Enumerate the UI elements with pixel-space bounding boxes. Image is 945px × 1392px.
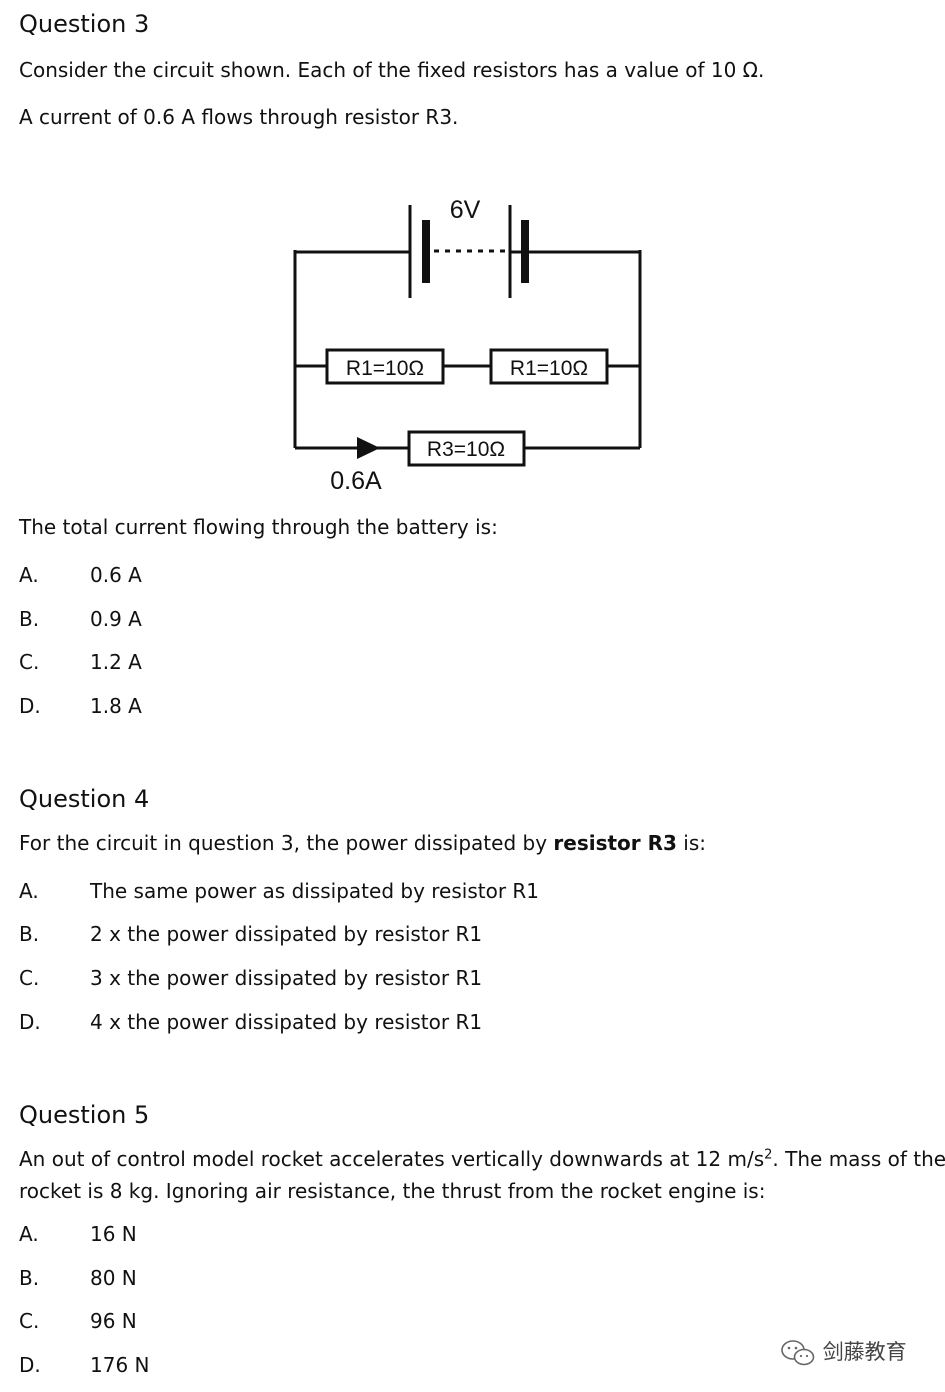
q3-option-a-letter: A. (19, 563, 39, 587)
q4-option-b-letter: B. (19, 922, 40, 946)
watermark-text: 剑藤教育 (822, 1340, 907, 1364)
battery-label: 6V (450, 196, 481, 224)
current-label: 0.6A (330, 467, 382, 495)
q3-statement-2: A current of 0.6 A flows through resisto… (19, 105, 459, 129)
q5-statement-1-post: . The mass of the (772, 1147, 945, 1171)
q3-option-b: 0.9 A (90, 607, 142, 631)
q4-prompt-bold: resistor R3 (553, 831, 677, 855)
q4-prompt-post: is: (676, 831, 707, 855)
resistor-r3 (407, 430, 526, 467)
q5-option-a: 16 N (90, 1222, 137, 1246)
q5-option-d-letter: D. (19, 1353, 41, 1377)
q3-heading: Question 3 (19, 10, 150, 38)
battery-symbol (408, 205, 529, 298)
q3-prompt: The total current flowing through the ba… (19, 515, 498, 539)
q5-heading: Question 5 (19, 1101, 150, 1129)
q4-option-b: 2 x the power dissipated by resistor R1 (90, 922, 483, 946)
q5-option-b: 80 N (90, 1266, 137, 1290)
current-arrow-icon (357, 437, 380, 459)
q5-statement-1: An out of control model rocket accelerat… (19, 1147, 945, 1171)
q4-prompt: For the circuit in question 3, the power… (19, 831, 706, 855)
q4-option-a: The same power as dissipated by resistor… (90, 879, 540, 903)
watermark: 剑藤教育 (780, 1336, 907, 1367)
q3-option-b-letter: B. (19, 607, 40, 631)
q5-option-b-letter: B. (19, 1266, 40, 1290)
resistor-r1-left (325, 348, 445, 385)
q5-option-d: 176 N (90, 1353, 150, 1377)
q3-option-d: 1.8 A (90, 694, 142, 718)
q3-option-c-letter: C. (19, 650, 40, 674)
resistor-r1-right (489, 348, 609, 385)
q4-option-c-letter: C. (19, 966, 40, 990)
q5-option-c: 96 N (90, 1309, 137, 1333)
q4-option-c: 3 x the power dissipated by resistor R1 (90, 966, 483, 990)
q3-option-c: 1.2 A (90, 650, 142, 674)
wechat-icon (781, 1340, 815, 1366)
circuit-diagram: 6V R1=10Ω R1=10Ω R3=10Ω 0.6A (293, 196, 642, 495)
q5-statement-1-pre: An out of control model rocket accelerat… (19, 1147, 765, 1171)
q3-statement-1: Consider the circuit shown. Each of the … (19, 58, 765, 82)
q5-option-c-letter: C. (19, 1309, 40, 1333)
resistor-r3-label: R3=10Ω (427, 438, 505, 461)
q5-statement-2: rocket is 8 kg. Ignoring air resistance,… (19, 1179, 766, 1203)
q4-heading: Question 4 (19, 785, 150, 813)
q4-option-a-letter: A. (19, 879, 39, 903)
q4-option-d-letter: D. (19, 1010, 41, 1034)
q4-prompt-pre: For the circuit in question 3, the power… (19, 831, 554, 855)
q3-option-a: 0.6 A (90, 563, 142, 587)
q5-option-a-letter: A. (19, 1222, 39, 1246)
resistor-r1-right-label: R1=10Ω (510, 357, 588, 380)
q4-option-d: 4 x the power dissipated by resistor R1 (90, 1010, 483, 1034)
resistor-r1-left-label: R1=10Ω (346, 357, 424, 380)
q3-option-d-letter: D. (19, 694, 41, 718)
q5-superscript: 2 (764, 1147, 773, 1163)
